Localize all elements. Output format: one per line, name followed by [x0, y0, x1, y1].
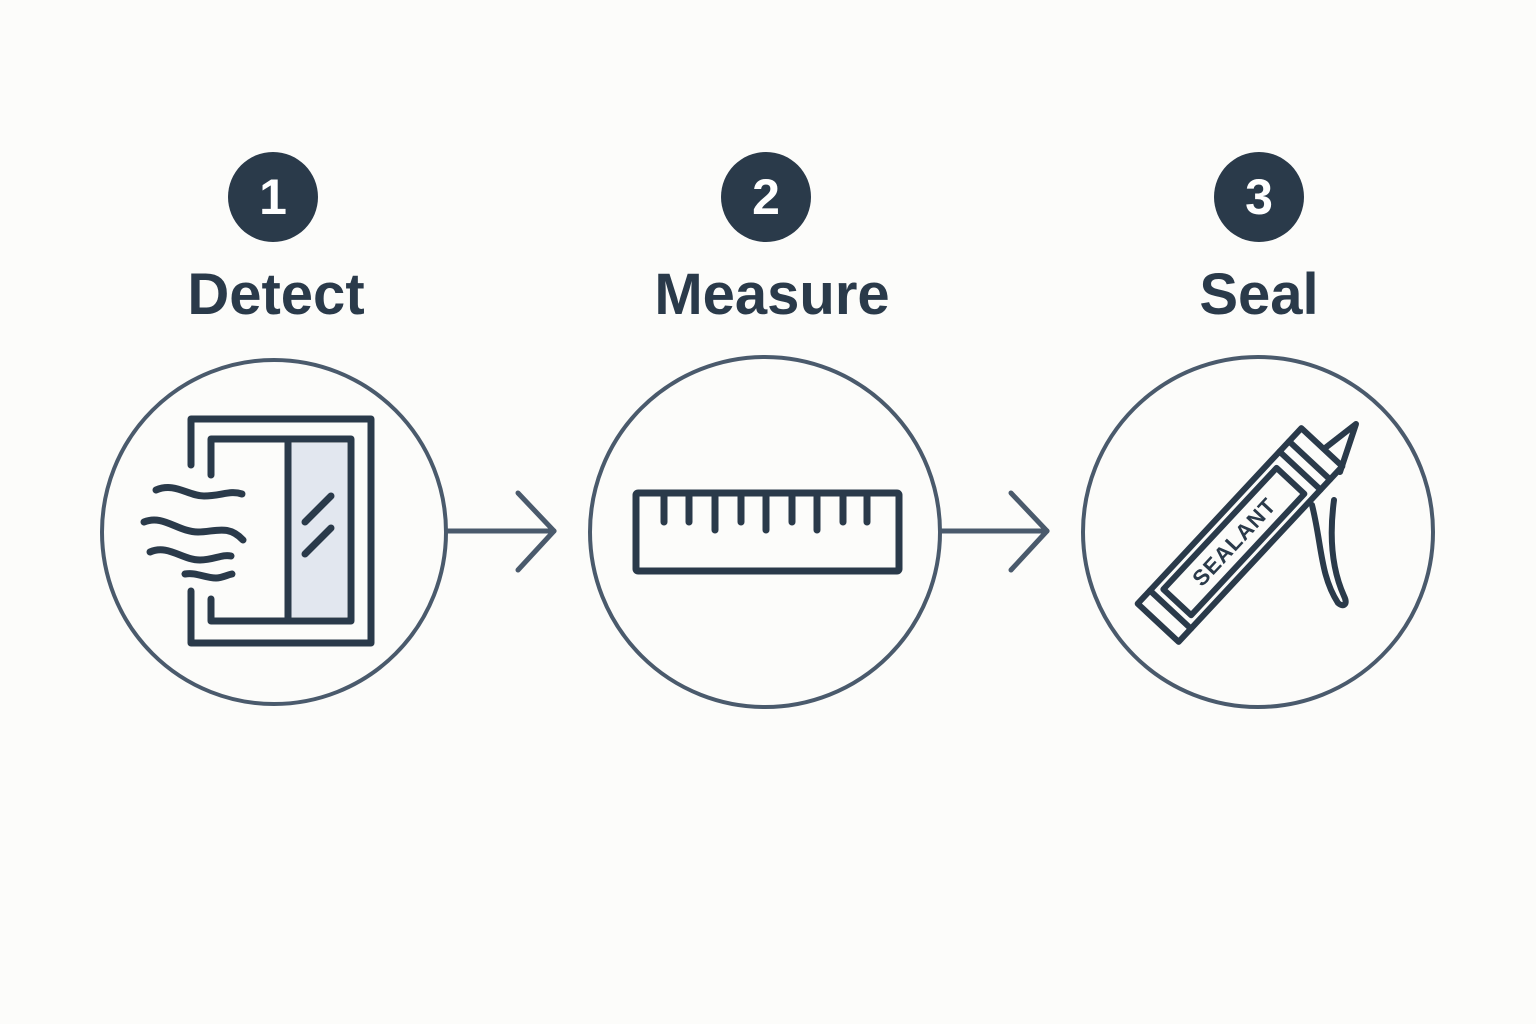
- window-draft-icon: [140, 415, 375, 647]
- step-3-badge: 3: [1214, 152, 1304, 242]
- step-1-badge: 1: [228, 152, 318, 242]
- step-2-title: Measure: [654, 262, 890, 327]
- arrow-right-icon: [939, 490, 1050, 573]
- step-3-number: 3: [1245, 169, 1273, 225]
- step-3-title: Seal: [1199, 262, 1319, 327]
- caulk-gun-icon: SEALANT: [1134, 421, 1359, 645]
- step-3-circle: [1081, 355, 1435, 709]
- step-2-number: 2: [752, 169, 780, 225]
- step-1-circle: [100, 358, 448, 706]
- step-1-title: Detect: [187, 262, 365, 327]
- step-2-badge: 2: [721, 152, 811, 242]
- ruler-icon: [632, 489, 903, 575]
- step-1-number: 1: [259, 169, 287, 225]
- arrow-right-icon: [445, 490, 557, 573]
